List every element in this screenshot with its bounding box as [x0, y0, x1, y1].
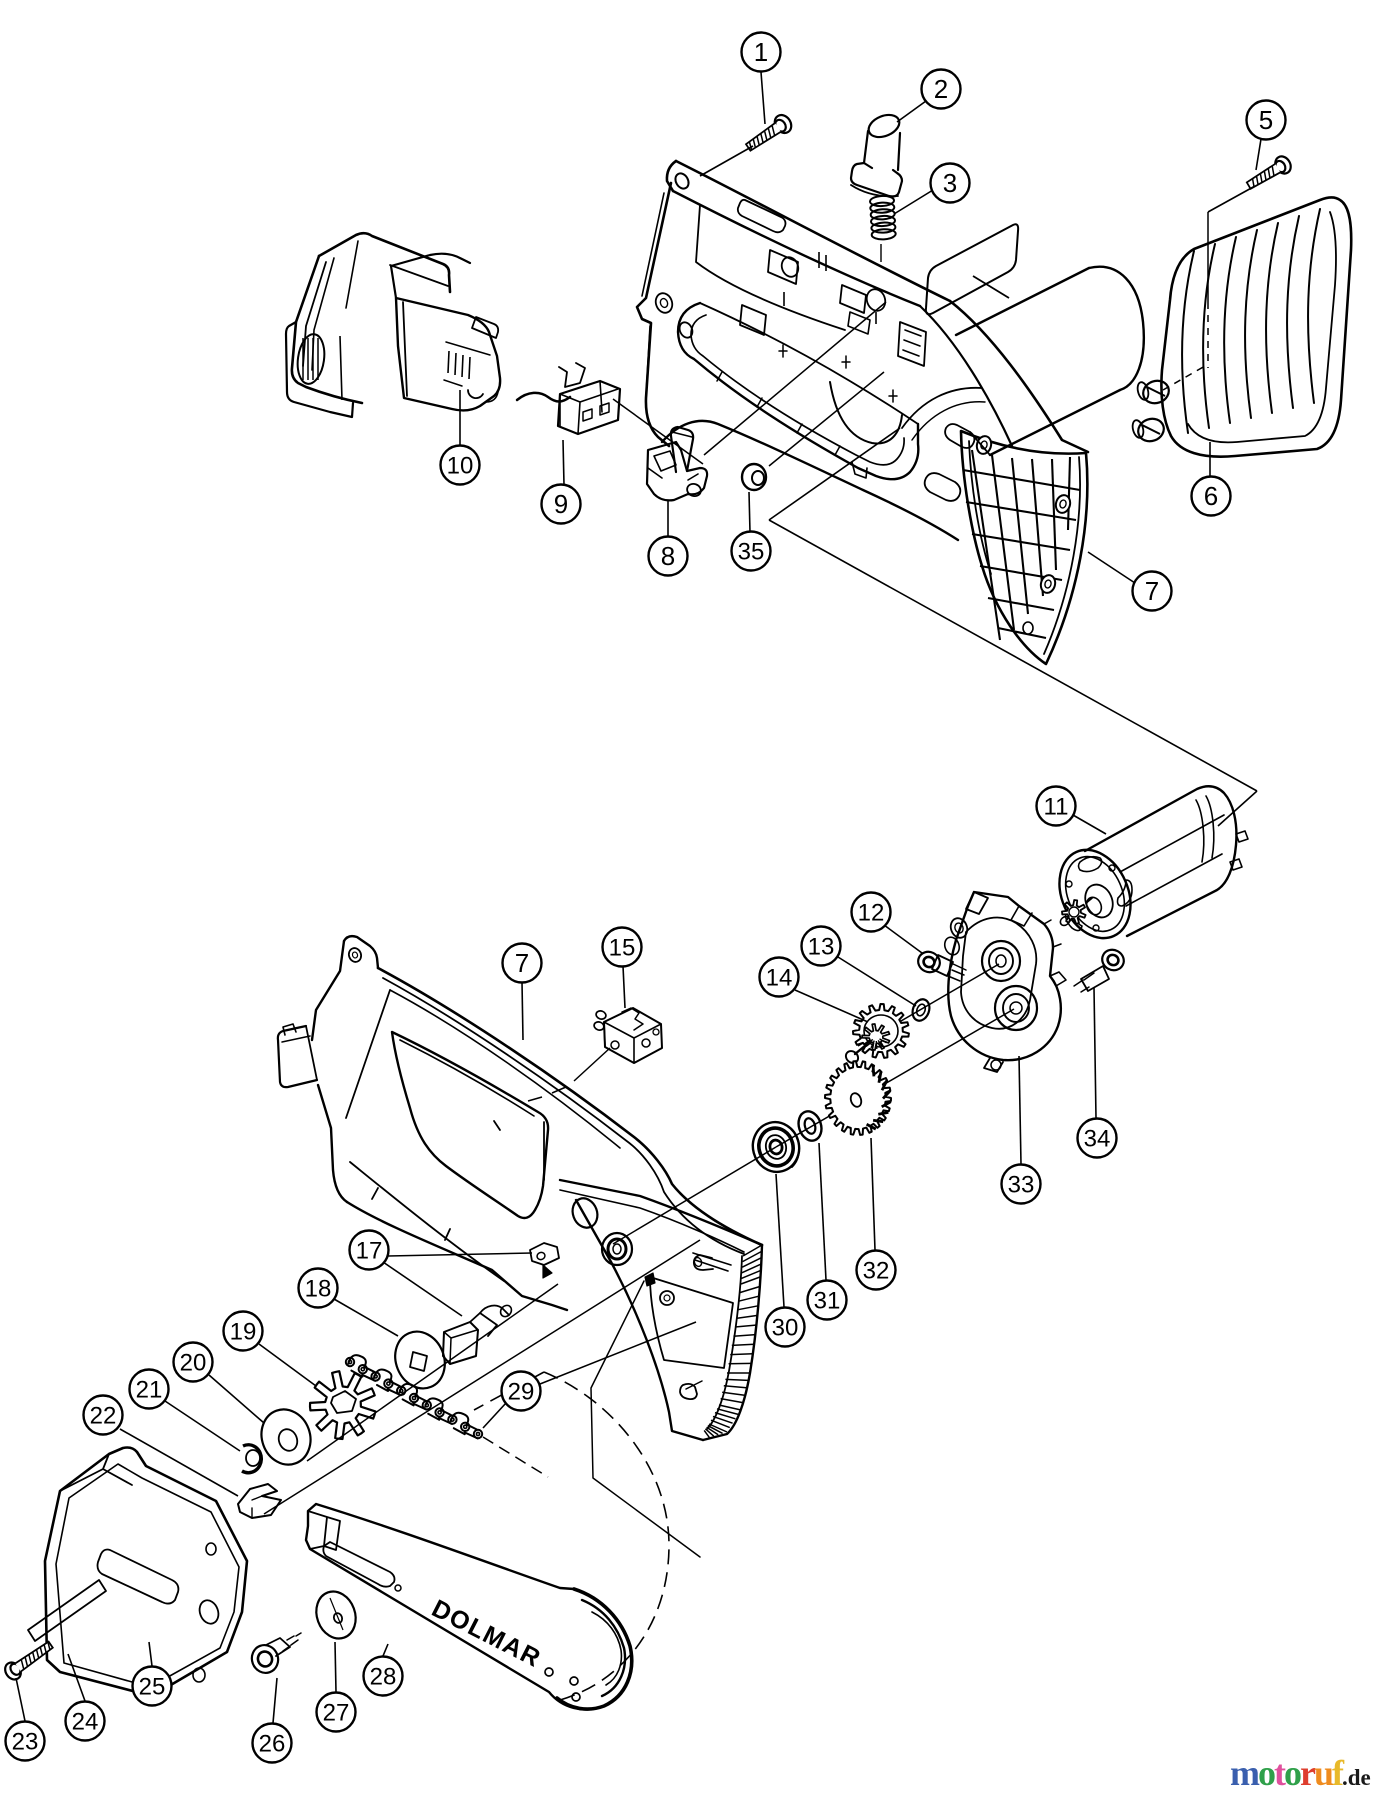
svg-text:13: 13	[808, 934, 835, 961]
svg-text:30: 30	[772, 1315, 799, 1342]
svg-text:29: 29	[508, 1379, 535, 1406]
svg-text:35: 35	[738, 539, 765, 566]
svg-text:9: 9	[554, 489, 568, 519]
svg-text:25: 25	[139, 1674, 166, 1701]
svg-text:18: 18	[305, 1276, 332, 1303]
svg-text:17: 17	[356, 1238, 383, 1265]
svg-text:24: 24	[72, 1709, 99, 1736]
svg-text:11: 11	[1044, 794, 1069, 821]
svg-text:26: 26	[259, 1731, 286, 1758]
svg-text:21: 21	[136, 1377, 163, 1404]
svg-text:22: 22	[90, 1403, 117, 1430]
svg-text:20: 20	[180, 1350, 207, 1377]
svg-text:12: 12	[858, 900, 885, 927]
svg-text:2: 2	[934, 74, 948, 104]
svg-text:23: 23	[12, 1729, 39, 1756]
svg-text:5: 5	[1259, 105, 1273, 135]
svg-text:19: 19	[230, 1319, 257, 1346]
svg-text:10: 10	[447, 453, 474, 480]
svg-text:33: 33	[1008, 1172, 1035, 1199]
svg-text:15: 15	[609, 935, 636, 962]
svg-text:1: 1	[754, 37, 768, 67]
svg-text:34: 34	[1084, 1126, 1111, 1153]
svg-text:6: 6	[1204, 481, 1218, 511]
svg-text:27: 27	[323, 1700, 350, 1727]
svg-text:32: 32	[863, 1258, 890, 1285]
svg-text:7: 7	[1145, 576, 1159, 606]
svg-text:7: 7	[515, 948, 529, 978]
svg-text:3: 3	[943, 168, 957, 198]
svg-text:28: 28	[370, 1664, 397, 1691]
svg-text:14: 14	[766, 965, 793, 992]
svg-text:8: 8	[661, 541, 675, 571]
svg-text:31: 31	[814, 1288, 841, 1315]
